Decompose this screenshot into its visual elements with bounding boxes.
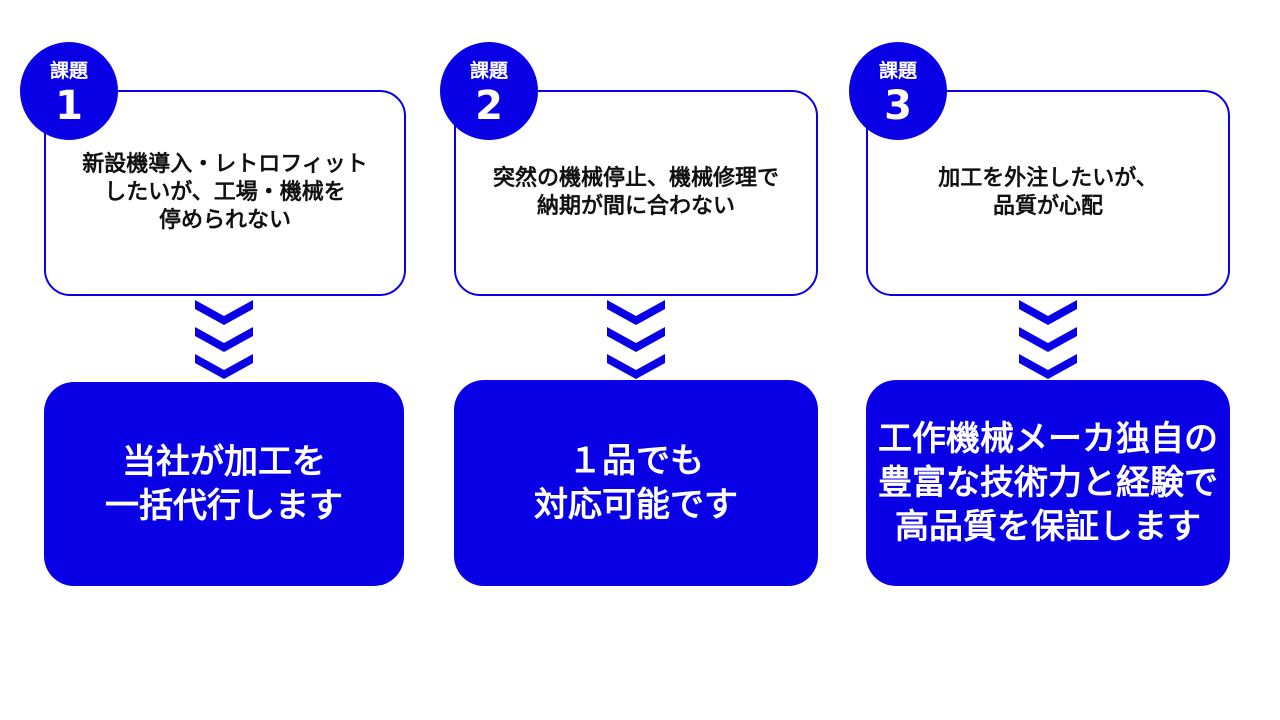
solution-text-2: １品でも 対応可能です xyxy=(534,441,738,525)
badge-number-3: 3 xyxy=(884,83,912,129)
badge-label-2: 課題 xyxy=(469,60,508,82)
solution-box-2: １品でも 対応可能です xyxy=(454,380,818,586)
problem-text-3: 加工を外注したいが、 品質が心配 xyxy=(938,166,1158,219)
solution-box-3: 工作機械メーカ独自の 豊富な技術力と経験で 高品質を保証します xyxy=(866,380,1230,586)
triple-chevron-down-icon xyxy=(195,300,253,379)
issue-badge-2: 課題 2 xyxy=(440,42,538,140)
problem-text-2: 突然の機械停止、機械修理で 納期が間に合わない xyxy=(492,166,779,219)
solution-text-3: 工作機械メーカ独自の 豊富な技術力と経験で 高品質を保証します xyxy=(878,419,1218,547)
issue-badge-3: 課題 3 xyxy=(849,42,947,140)
badge-label-3: 課題 xyxy=(878,60,917,82)
triple-chevron-down-icon xyxy=(1019,300,1077,379)
issue-badge-1: 課題 1 xyxy=(20,42,118,140)
problem-box-3: 加工を外注したいが、 品質が心配 xyxy=(866,90,1230,296)
badge-number-2: 2 xyxy=(475,83,503,129)
problem-box-1: 新設機導入・レトロフィット したいが、工場・機械を 停められない xyxy=(44,90,406,296)
problem-text-1: 新設機導入・レトロフィット したいが、工場・機械を 停められない xyxy=(82,152,368,233)
badge-number-1: 1 xyxy=(55,83,83,129)
solution-box-1: 当社が加工を 一括代行します xyxy=(44,382,404,586)
solution-text-1: 当社が加工を 一括代行します xyxy=(105,442,343,526)
triple-chevron-down-icon xyxy=(607,300,665,379)
badge-label-1: 課題 xyxy=(49,60,88,82)
